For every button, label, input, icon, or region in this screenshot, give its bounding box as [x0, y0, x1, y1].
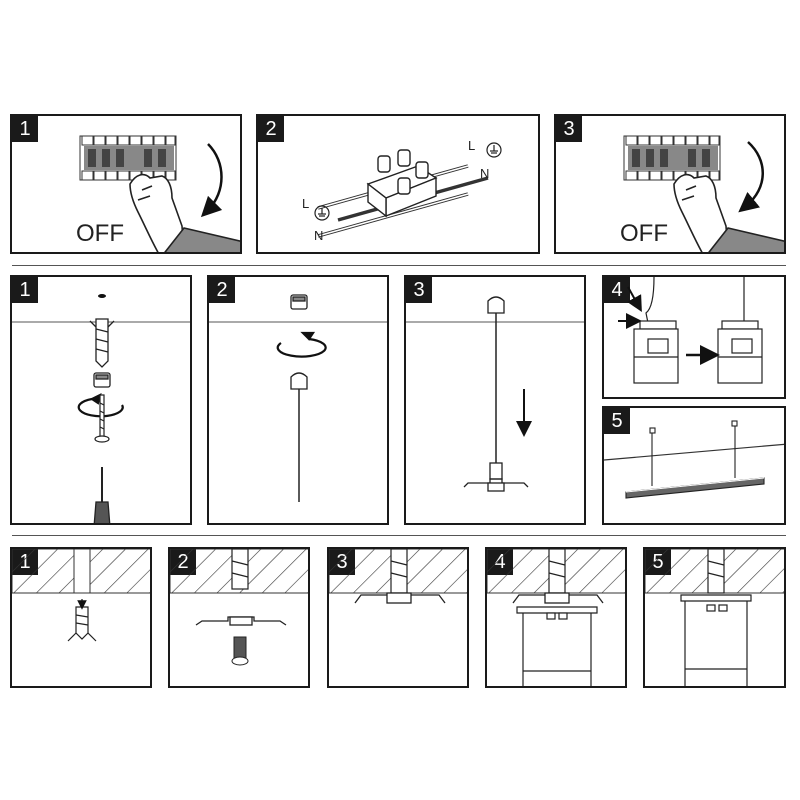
pendant-light-icon	[625, 420, 765, 499]
cable-illustration	[406, 296, 584, 492]
wire-label-l-left: L	[302, 196, 309, 211]
step-panel-bracket-screw: 2	[168, 547, 310, 688]
screw-icon	[94, 394, 110, 443]
wall-plug-icon	[548, 549, 566, 594]
light-profile-icon	[516, 606, 598, 686]
wire-label-l-right: L	[468, 138, 475, 153]
rotate-arrow-icon	[738, 141, 764, 213]
step-panel-wiring: 2 L N L N	[256, 114, 540, 254]
terminal-block-icon	[366, 149, 438, 218]
step-number: 2	[209, 277, 235, 303]
step-number: 2	[258, 116, 284, 142]
finished-illustration	[604, 420, 784, 499]
wire-label-n-right: N	[480, 166, 489, 181]
ground-symbol-icon	[314, 142, 502, 221]
rotate-arrow-icon	[77, 392, 124, 418]
off-label: OFF	[620, 220, 668, 247]
step-number: 1	[12, 116, 38, 142]
mounting-bracket-icon	[512, 592, 604, 604]
off-label: OFF	[76, 220, 124, 247]
step-panel-power-on: 3 OFF	[554, 114, 786, 254]
wall-plug-icon	[231, 549, 249, 590]
breaker-switch-icon	[623, 135, 721, 181]
screw-icon	[231, 636, 249, 666]
step-number: 5	[604, 408, 630, 434]
step-number: 3	[406, 277, 432, 303]
light-profile-icon	[680, 594, 752, 686]
hand-icon	[673, 173, 784, 252]
profile-clip-illustration	[487, 549, 625, 686]
ceiling-canopy-icon	[290, 294, 308, 310]
step-panel-drill-anchor: 1	[10, 275, 192, 525]
bracket-fixed-illustration	[329, 549, 467, 604]
mounting-bracket-icon	[195, 616, 287, 626]
step-panel-clip-fixture: 4	[602, 275, 786, 399]
bracket-screw-illustration	[170, 549, 308, 666]
wire-label-n-left: N	[314, 228, 323, 243]
step-panel-profile-mounted: 5	[643, 547, 786, 688]
step-panel-bracket-fixed: 3	[327, 547, 469, 688]
wall-plug-icon	[67, 606, 97, 642]
step-panel-fix-canopy: 2	[207, 275, 389, 525]
section-divider	[12, 265, 786, 266]
down-arrow-icon	[627, 286, 642, 312]
step-panel-profile-clip: 4	[485, 547, 627, 688]
ceiling-canopy-icon	[93, 372, 111, 388]
ceiling-plug-illustration	[12, 549, 150, 642]
wiring-illustration: L N L N	[302, 138, 502, 243]
screwdriver-icon	[93, 467, 111, 523]
pendant-light-icon	[463, 296, 529, 492]
breaker-illustration: OFF	[76, 135, 240, 252]
step-panel-power-off: 1 OFF	[10, 114, 242, 254]
rotate-arrow-icon	[276, 331, 327, 358]
hand-icon	[129, 173, 240, 252]
profile-mounted-illustration	[645, 549, 784, 686]
step-number: 3	[556, 116, 582, 142]
step-number: 4	[604, 277, 630, 303]
breaker-illustration: OFF	[620, 135, 784, 252]
step-panel-finished-light: 5	[602, 406, 786, 525]
section-divider	[12, 535, 786, 536]
canopy-illustration	[209, 294, 387, 502]
wall-plug-icon	[89, 318, 115, 368]
wall-plug-icon	[390, 549, 408, 594]
step-number: 1	[12, 277, 38, 303]
wall-plug-icon	[707, 549, 725, 594]
breaker-switch-icon	[79, 135, 177, 181]
step-panel-hang-cable: 3	[404, 275, 586, 525]
pendant-light-icon	[290, 372, 308, 502]
mounting-bracket-icon	[354, 592, 446, 604]
clip-illustration	[618, 277, 763, 384]
rotate-arrow-icon	[200, 143, 223, 218]
step-panel-ceiling-plug: 1	[10, 547, 152, 688]
anchor-illustration	[12, 294, 190, 523]
